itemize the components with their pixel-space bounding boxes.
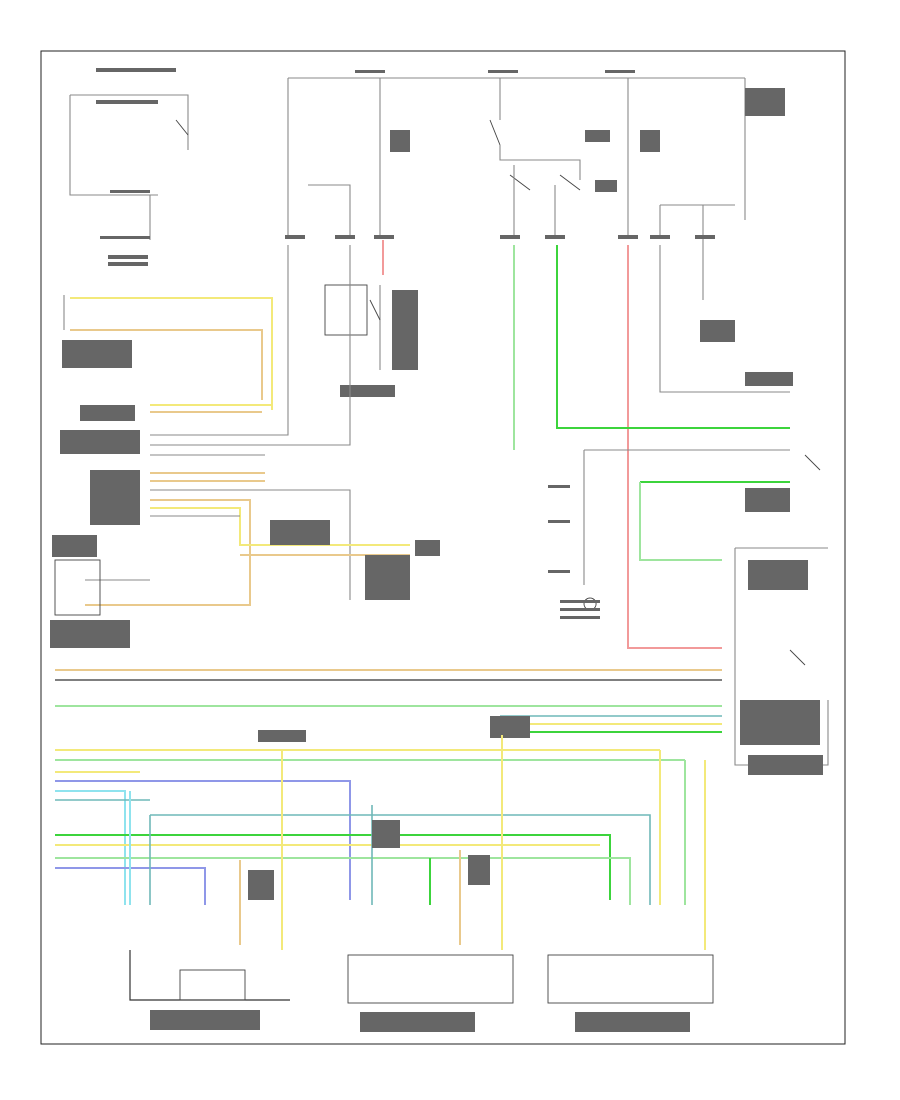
actuator-left xyxy=(129,950,290,1030)
diagram-frame xyxy=(40,50,846,1045)
lower-harness xyxy=(55,735,706,950)
power-feed-lines xyxy=(287,70,785,300)
horizontal-bus xyxy=(55,669,722,742)
red-wire-long xyxy=(627,245,722,649)
green-wire-a xyxy=(556,245,790,429)
mid-left-block xyxy=(50,470,440,648)
relay-module xyxy=(324,284,418,397)
right-lower-module xyxy=(734,547,829,775)
gray-wire-right xyxy=(659,245,790,393)
connector-row xyxy=(285,235,715,239)
light-green-wire-b xyxy=(639,482,722,561)
top-left-module xyxy=(69,68,189,266)
actuator-right xyxy=(547,954,714,1032)
left-sensor-block xyxy=(60,245,351,456)
actuator-middle xyxy=(347,954,514,1032)
